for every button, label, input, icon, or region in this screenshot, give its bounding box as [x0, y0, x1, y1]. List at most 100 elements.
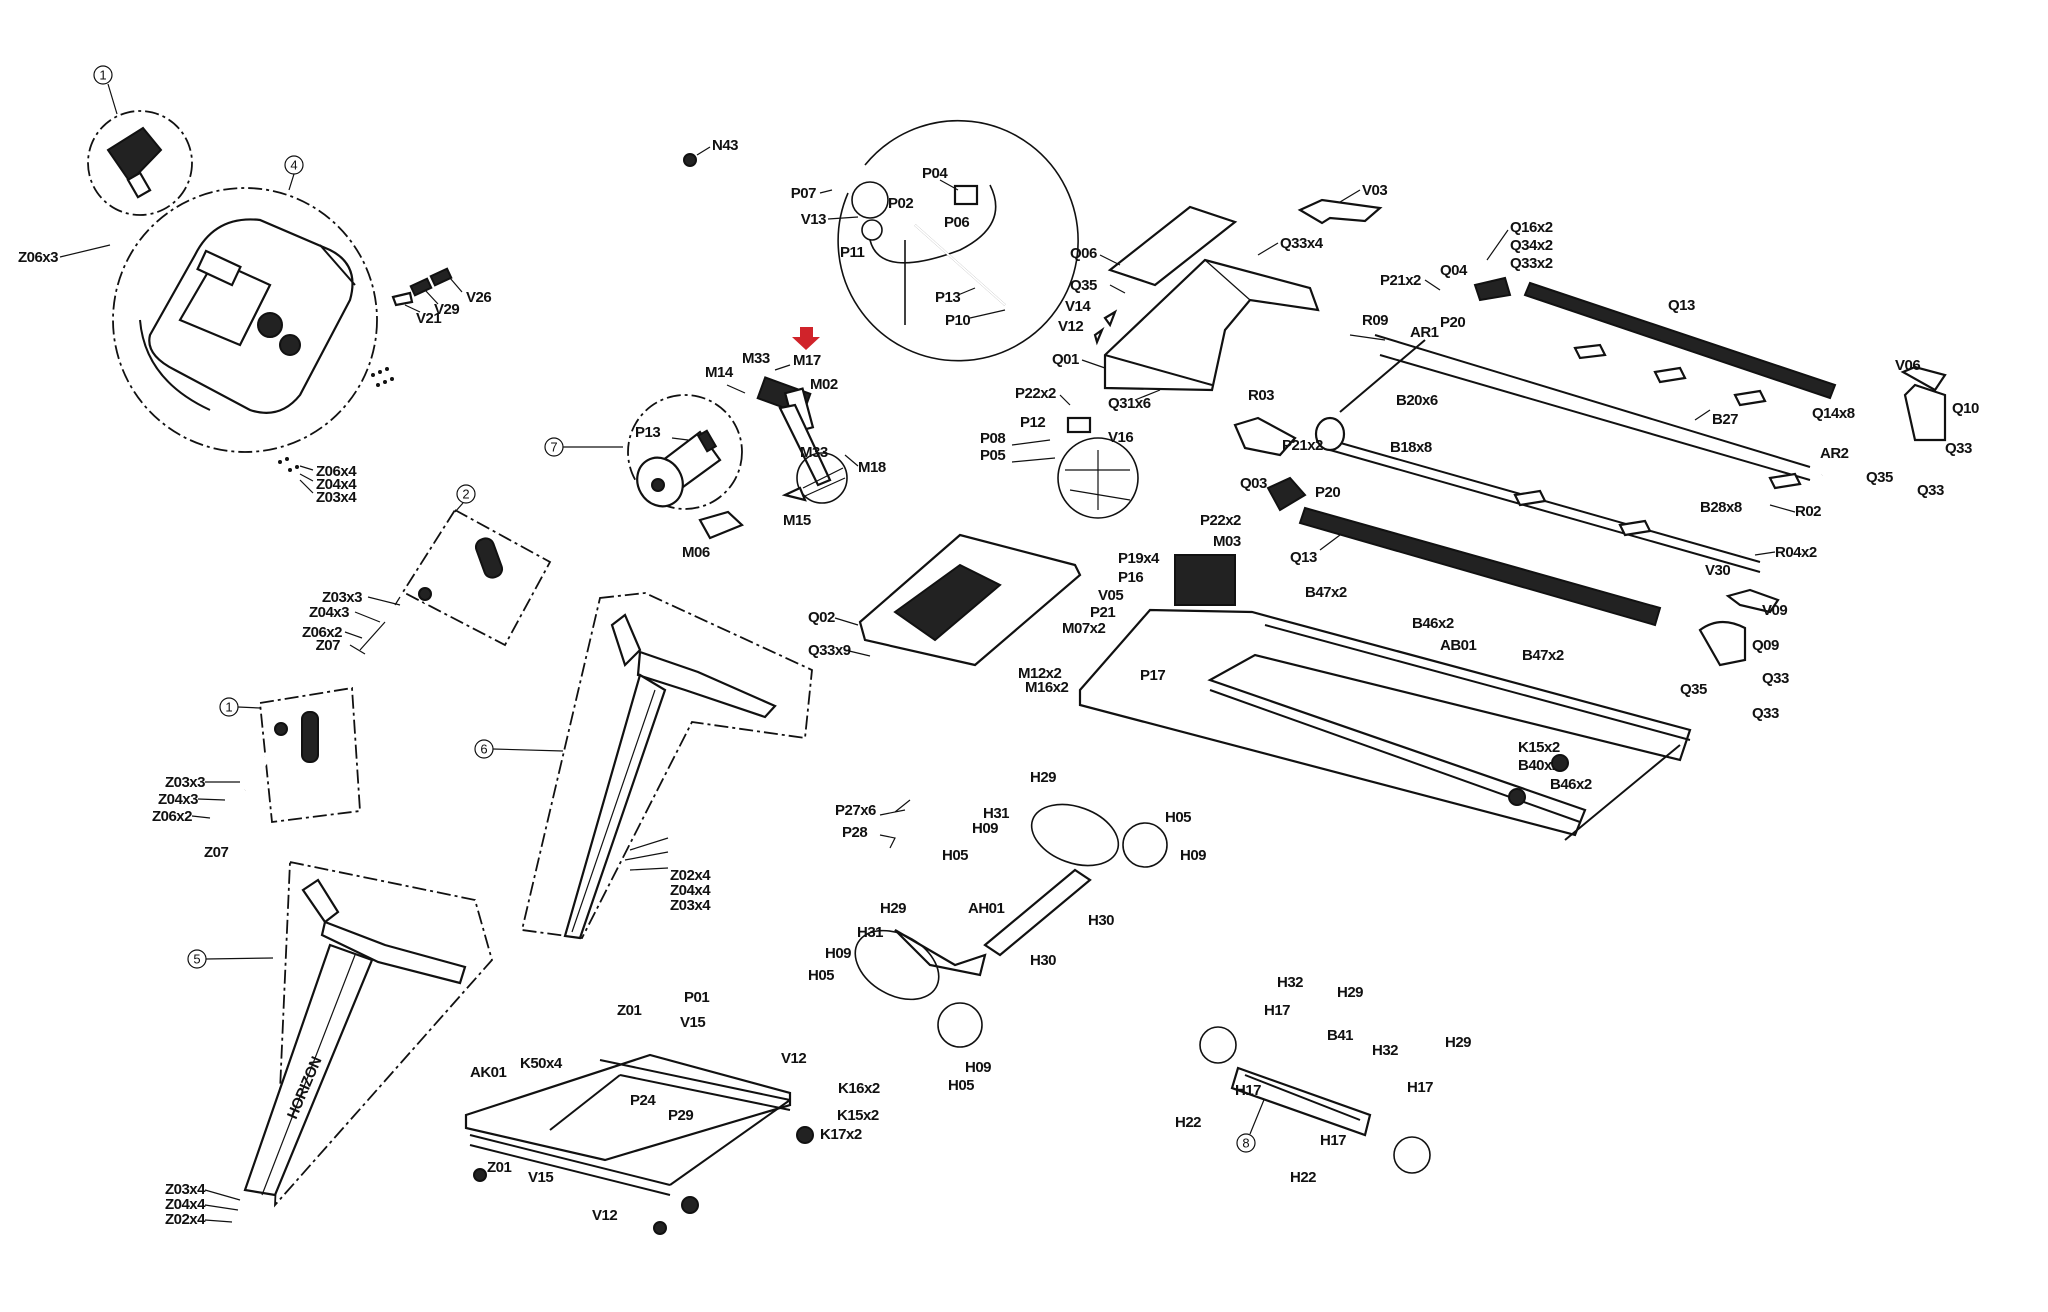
part-label: Z03x4 [670, 897, 711, 914]
part-label: Q16x2 [1510, 219, 1553, 236]
part-label: V06 [1895, 357, 1920, 374]
part-label: V12 [781, 1050, 806, 1067]
part-label: P04 [922, 165, 948, 182]
part-label: H29 [880, 900, 906, 917]
part-label: R04x2 [1775, 544, 1817, 561]
part-V03 [1297, 198, 1383, 225]
part-V26 [429, 267, 453, 287]
part-label: H05 [948, 1077, 974, 1094]
part-label: B27 [1712, 411, 1738, 428]
part-label: P21x2 [1282, 437, 1323, 454]
part-label: P05 [980, 447, 1005, 464]
part-label: K15x2 [1518, 739, 1560, 756]
part-label: H09 [825, 945, 851, 962]
part-label: M14 [705, 364, 734, 381]
part-label: V12 [1058, 318, 1083, 335]
part-label: H30 [1030, 952, 1056, 969]
part-label: Q33 [1762, 670, 1789, 687]
part-label: Q33x2 [1510, 255, 1553, 272]
part-label: B28x8 [1700, 499, 1742, 516]
part-Q13-bottom [1298, 506, 1662, 627]
part-label: M33 [742, 350, 770, 367]
part-M03 [1174, 554, 1236, 606]
part-label: P22x2 [1200, 512, 1241, 529]
part-label: Q13 [1668, 297, 1695, 314]
part-label: P08 [980, 430, 1005, 447]
part-R03 [1233, 416, 1297, 457]
main-frame-group: P22x2 M03 P19x4 P16 V05 P21 M07x2 M12x2 … [1018, 512, 1790, 841]
part-label: H32 [1277, 974, 1303, 991]
part-label: H29 [1445, 1034, 1471, 1051]
part-label: Z07 [204, 844, 229, 861]
part-label: M07x2 [1062, 620, 1106, 637]
part-label: P01 [684, 989, 709, 1006]
part-label: Z03x3 [165, 774, 205, 791]
part-label: Z01 [487, 1159, 512, 1176]
part-label: P21 [1090, 604, 1115, 621]
part-label: H17 [1407, 1079, 1433, 1096]
part-label: V05 [1098, 587, 1123, 604]
part-label: P13 [935, 289, 960, 306]
part-label: P11 [840, 244, 865, 261]
part-label: Q31x6 [1108, 395, 1151, 412]
part-label: P02 [888, 195, 913, 212]
part-Q10 [1903, 383, 1947, 442]
part-label: P22x2 [1015, 385, 1056, 402]
part-label: Q35 [1866, 469, 1893, 486]
part-label: M12x2 [1018, 665, 1062, 682]
part-label: V30 [1705, 562, 1730, 579]
label-Z04x4: Z04x4 [316, 476, 357, 493]
part-label: Z01 [617, 1002, 642, 1019]
callout-circle-3 [93, 65, 113, 85]
part-label: M15 [783, 512, 811, 529]
part-label: P10 [945, 312, 970, 329]
part-label: P29 [668, 1107, 693, 1124]
part-label: V15 [680, 1014, 705, 1031]
incline-motor-group: M17 M33 M14 M02 M33 M18 M15 M06 [682, 327, 886, 561]
label-V29: V29 [434, 301, 459, 318]
label-Z03x4: Z03x4 [316, 489, 357, 506]
part-label: P16 [1118, 569, 1143, 586]
part-label: H17 [1320, 1132, 1346, 1149]
part-label: V09 [1762, 602, 1787, 619]
part-label: B46x2 [1412, 615, 1454, 632]
part-label: Q04 [1440, 262, 1468, 279]
part-V29 [409, 277, 433, 297]
part-label: Q33 [1752, 705, 1779, 722]
part-Q03 [1266, 476, 1307, 512]
callout-2: 2 [462, 487, 469, 502]
part-label: K50x4 [520, 1055, 563, 1072]
label-Z06x3: Z06x3 [18, 249, 58, 266]
part-label: Q33 [1917, 482, 1944, 499]
part-label: V15 [528, 1169, 553, 1186]
part-label: M33 [800, 444, 828, 461]
part-label: H17 [1235, 1082, 1261, 1099]
assembly-3-pulse-grip: 1 [87, 65, 193, 216]
part-label: AH01 [968, 900, 1005, 917]
part-label: P06 [944, 214, 969, 231]
part-label: K17x2 [820, 1126, 862, 1143]
part-label: Z03x3 [322, 589, 362, 606]
part-label: P12 [1020, 414, 1045, 431]
part-label: H22 [1290, 1169, 1316, 1186]
part-label: P20 [1315, 484, 1340, 501]
part-label: P24 [630, 1092, 656, 1109]
part-label: M03 [1213, 533, 1241, 550]
assembly-8-shock: 8 H32 H29 H17 B41 H29 H32 H17 H22 H17 H1… [1175, 974, 1472, 1186]
part-label: P17 [1140, 667, 1165, 684]
part-label: AR1 [1410, 324, 1439, 341]
part-label: R02 [1795, 503, 1821, 520]
assembly-7-drive-motor: 7 P13 [544, 394, 743, 510]
part-label: P13 [635, 424, 660, 441]
part-label: AR2 [1820, 445, 1849, 462]
callout-6: 6 [480, 742, 487, 757]
part-label: K15x2 [837, 1107, 879, 1124]
part-label: AK01 [470, 1064, 507, 1081]
part-label: Q33x4 [1280, 235, 1324, 252]
part-label: R09 [1362, 312, 1388, 329]
axle-group: P27x6 P28 H29 H31 H09 H05 H05 H09 AH01 H… [808, 769, 1207, 1094]
part-label: Z02x4 [670, 867, 711, 884]
down-arrow-icon [792, 327, 820, 350]
part-label: Z07 [316, 637, 341, 654]
part-Q04 [1473, 276, 1512, 302]
